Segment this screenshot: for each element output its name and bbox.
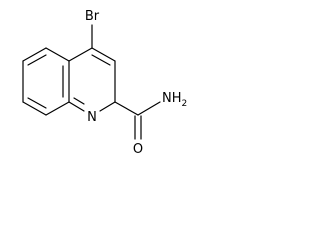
bond <box>68 47 93 62</box>
amide-nitrogen-symbol: NH <box>162 91 182 106</box>
ring-nitrogen-label: N <box>87 110 97 125</box>
bond <box>22 101 47 116</box>
amide-nitrogen-label: NH2 <box>162 91 187 109</box>
carbonyl-oxygen-label: O <box>133 142 143 157</box>
bond <box>45 47 70 62</box>
carbon-carbonyl-bond <box>114 101 139 116</box>
bond <box>91 47 116 62</box>
quinoline-carboxamide-structure: Br N NH2 O <box>22 9 187 157</box>
bromine-label: Br <box>85 9 100 24</box>
pyridine-ring <box>68 47 116 112</box>
double-bond-inner <box>91 54 111 66</box>
amide-nitrogen-subscript: 2 <box>182 99 188 109</box>
structure-canvas: Br N NH2 O <box>22 9 187 157</box>
double-bond-inner <box>73 97 85 105</box>
bond <box>68 101 85 112</box>
double-bond-inner <box>27 54 47 66</box>
bond <box>99 101 116 112</box>
carbon-amide-nitrogen-bond <box>137 101 161 116</box>
bond <box>45 101 70 116</box>
bond <box>22 47 47 62</box>
double-bond-inner <box>27 97 47 109</box>
benzene-ring <box>22 47 70 116</box>
